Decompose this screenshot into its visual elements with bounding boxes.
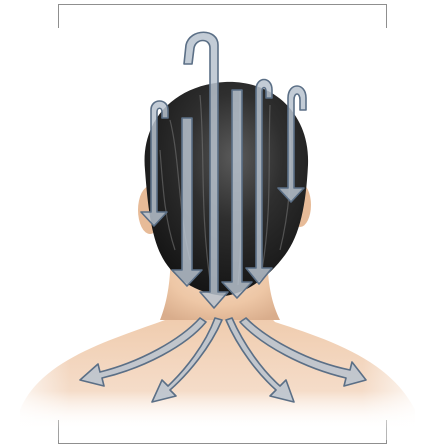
head-illustration: [0, 0, 432, 446]
image-stage: [0, 0, 432, 446]
